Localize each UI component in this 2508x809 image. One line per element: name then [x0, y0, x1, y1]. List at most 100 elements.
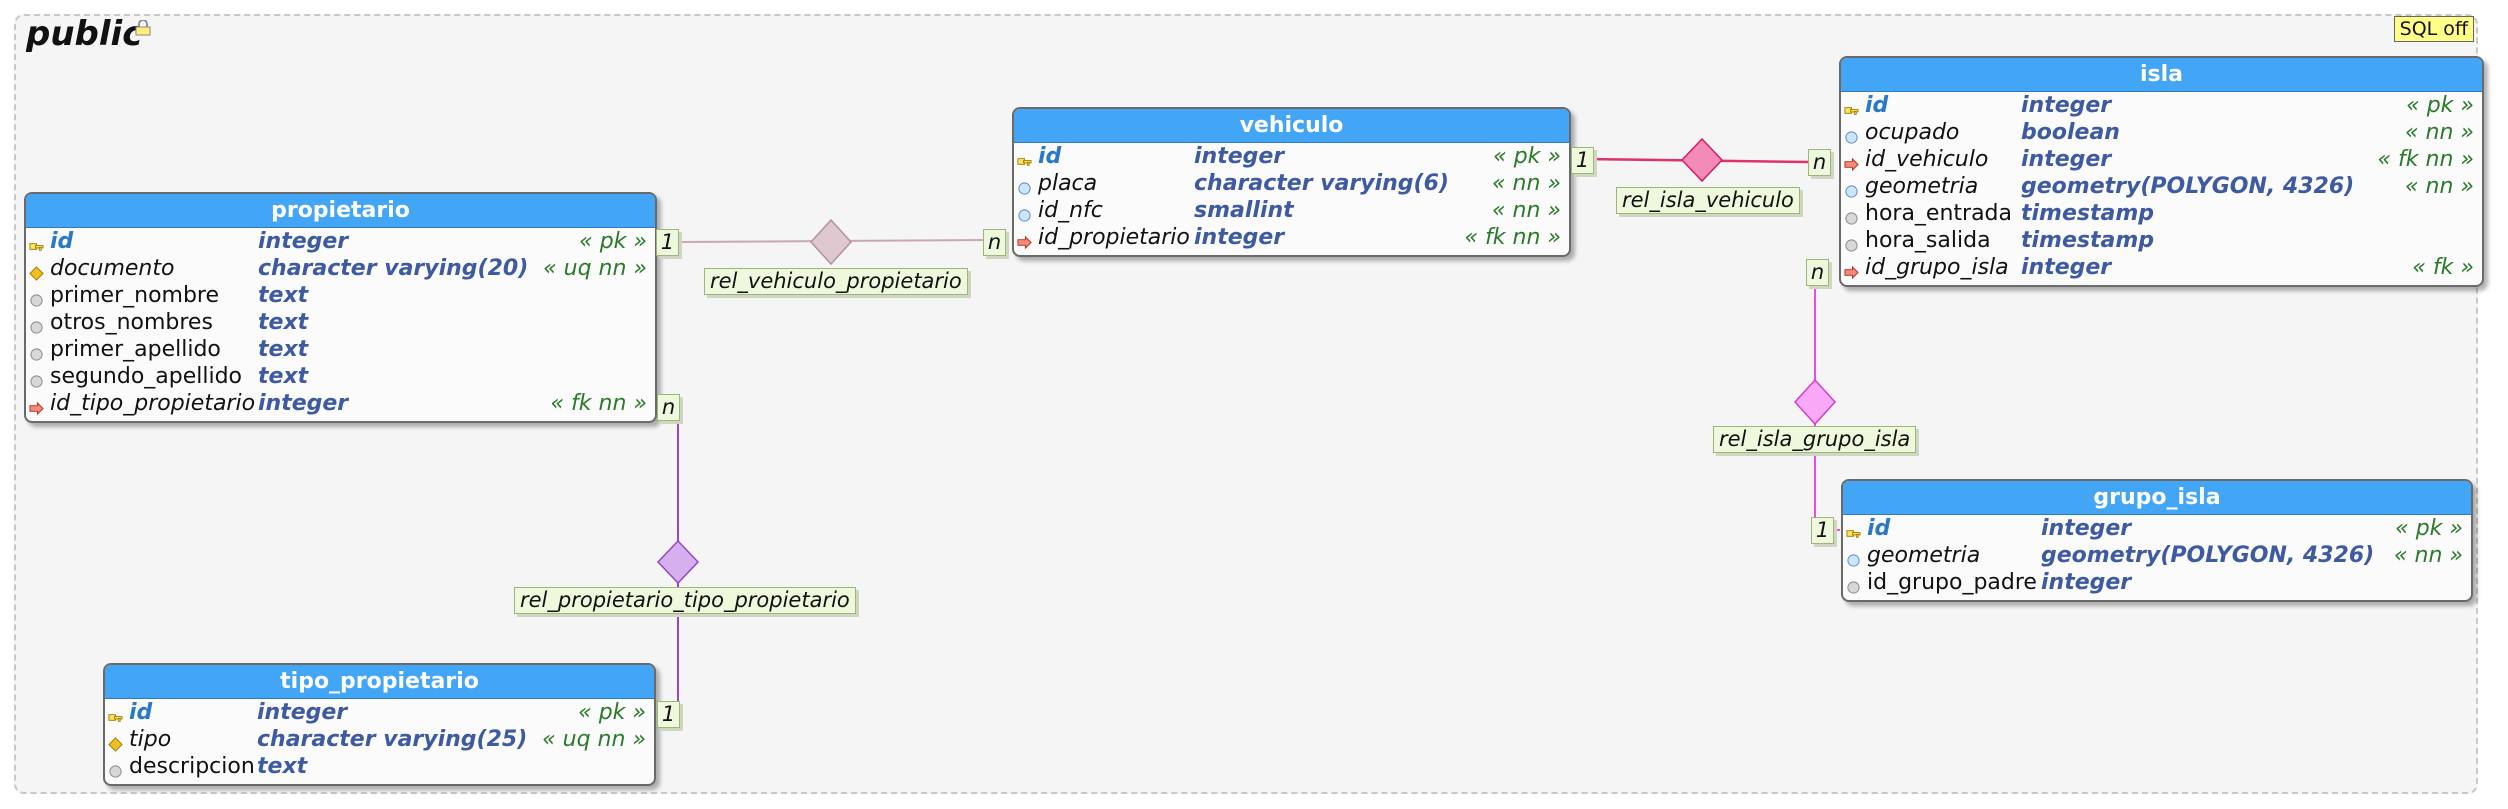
- table-tipo-propietario[interactable]: tipo_propietario id integer « pk » tipo char…: [103, 663, 656, 786]
- column-type: integer: [258, 229, 349, 254]
- column-row[interactable]: tipo character varying(25) « uq nn »: [105, 726, 654, 753]
- column-row[interactable]: id integer « pk »: [1843, 515, 2471, 542]
- column-name: id: [129, 700, 153, 725]
- column-icon: [29, 342, 44, 361]
- foreign-key-icon: [1844, 152, 1859, 172]
- column-constraints: « nn »: [1491, 198, 1561, 223]
- column-constraints: « fk »: [2412, 255, 2474, 280]
- table-title: vehiculo: [1014, 109, 1569, 143]
- column-type: text: [258, 364, 309, 389]
- column-icon: [29, 369, 44, 388]
- column-name: id: [50, 229, 74, 254]
- foreign-key-icon: [1017, 230, 1032, 250]
- column-type: integer: [258, 391, 349, 416]
- relationship-label[interactable]: rel_vehiculo_propietario: [704, 268, 968, 295]
- not-null-icon: [1017, 203, 1032, 222]
- column-name: placa: [1038, 171, 1098, 196]
- column-constraints: « fk nn »: [2377, 147, 2474, 172]
- column-row[interactable]: documento character varying(20) « uq nn »: [26, 255, 655, 282]
- schema-title: public: [26, 14, 143, 54]
- column-type: text: [258, 337, 309, 362]
- column-type: integer: [2041, 516, 2132, 541]
- column-type: integer: [1194, 144, 1285, 169]
- key-icon: [1846, 521, 1861, 538]
- relationship-label[interactable]: rel_isla_vehiculo: [1616, 187, 1800, 214]
- key-icon: [108, 705, 123, 722]
- column-name: documento: [50, 256, 175, 281]
- column-icon: [29, 288, 44, 307]
- column-name: id_grupo_isla: [1865, 255, 2009, 280]
- unique-icon: [29, 261, 44, 281]
- column-type: character varying(6): [1194, 171, 1449, 196]
- cardinality-label: 1: [1811, 517, 1834, 544]
- key-icon: [1017, 149, 1032, 166]
- column-type: text: [257, 754, 308, 779]
- table-title: tipo_propietario: [105, 665, 654, 699]
- table-title: propietario: [26, 194, 655, 228]
- column-name: geometria: [1865, 174, 1979, 199]
- relationship-label[interactable]: rel_isla_grupo_isla: [1713, 426, 1917, 453]
- column-name: primer_nombre: [50, 283, 220, 308]
- relationship-diamond: [656, 539, 700, 585]
- relationship-diamond: [809, 218, 853, 266]
- foreign-key-icon: [29, 396, 44, 416]
- column-type: geometry(POLYGON, 4326): [2041, 543, 2375, 568]
- column-constraints: « nn »: [2404, 120, 2474, 145]
- not-null-icon: [1844, 179, 1859, 198]
- column-constraints: « fk nn »: [550, 391, 647, 416]
- sql-off-badge[interactable]: SQL off: [2393, 16, 2474, 42]
- cardinality-label: n: [1806, 259, 1829, 286]
- lock-icon: [135, 20, 151, 36]
- column-row[interactable]: id integer « pk »: [26, 228, 655, 255]
- key-icon: [29, 234, 44, 251]
- column-name: segundo_apellido: [50, 364, 243, 389]
- column-type: character varying(25): [257, 727, 528, 752]
- not-null-icon: [1844, 125, 1859, 144]
- table-propietario[interactable]: propietario id integer « pk » documento char…: [24, 192, 657, 423]
- column-constraints: « pk »: [2395, 516, 2463, 541]
- column-name: tipo: [129, 727, 172, 752]
- column-type: integer: [257, 700, 348, 725]
- column-name: id: [1867, 516, 1891, 541]
- column-row[interactable]: id_grupo_isla integer « fk »: [1841, 254, 2482, 281]
- column-constraints: « nn »: [2393, 543, 2463, 568]
- column-row[interactable]: segundo_apellido text: [26, 363, 655, 390]
- relationship-label[interactable]: rel_propietario_tipo_propietario: [514, 587, 856, 614]
- column-constraints: « pk »: [578, 700, 646, 725]
- column-row[interactable]: id integer « pk »: [105, 699, 654, 726]
- column-type: integer: [2021, 255, 2112, 280]
- column-name: descripcion: [129, 754, 255, 779]
- column-icon: [1844, 233, 1859, 252]
- column-type: integer: [1194, 225, 1285, 250]
- column-name: hora_entrada: [1865, 201, 2013, 226]
- column-icon: [29, 315, 44, 334]
- foreign-key-icon: [1844, 260, 1859, 280]
- column-constraints: « pk »: [579, 229, 647, 254]
- column-name: id: [1038, 144, 1062, 169]
- column-icon: [108, 759, 123, 778]
- column-type: integer: [2021, 147, 2112, 172]
- column-type: character varying(20): [258, 256, 529, 281]
- column-constraints: « uq nn »: [543, 256, 647, 281]
- column-constraints: « uq nn »: [542, 727, 646, 752]
